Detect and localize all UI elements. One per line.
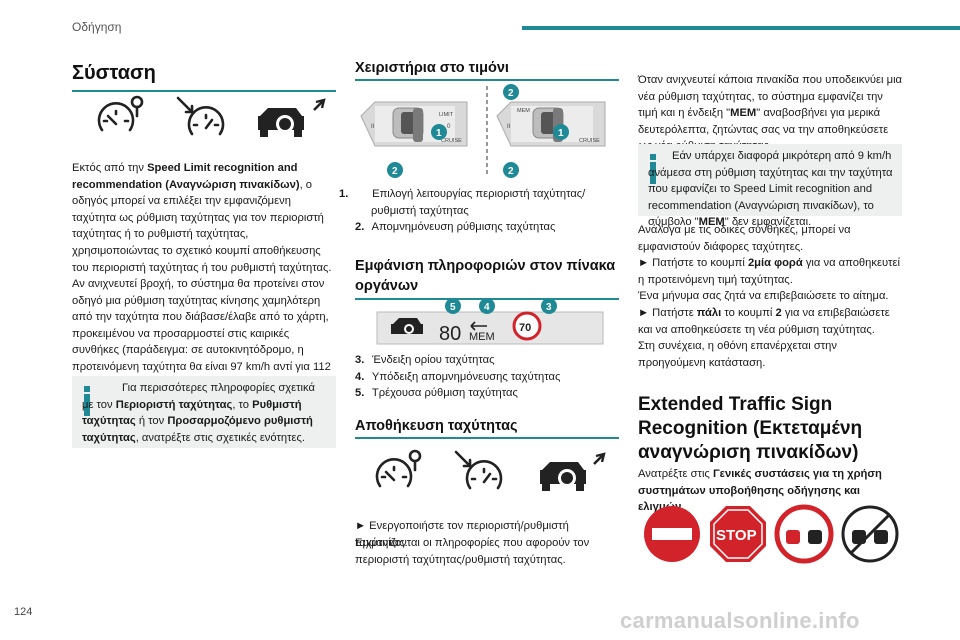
stalk-label-limit: LIMIT [439,112,454,118]
car-speedometer-icon [540,452,606,491]
callout-5-text: 5 [450,302,456,313]
road-conditions-paragraph: Ανάλογα με τις οδικές συνθήκες, μπορεί ν… [638,224,900,369]
cluster-mem-label: MEM [469,331,495,343]
callout-1-left-text: 1 [436,128,442,139]
speed-limit-sign-icon [512,311,542,341]
speed-icons-row-2 [375,449,606,491]
stalk-label-cruise-right: CRUISE [579,138,600,144]
info-icon [84,386,90,416]
cluster-sign-value: 70 [519,322,531,334]
info-icon [650,154,656,184]
car-speedometer-icon [258,98,326,137]
end-no-overtaking-sign-icon [841,505,899,563]
stalk-label-mem: MEM [517,108,530,114]
info-note-col3: Εάν υπάρχει διαφορά μικρότερη από 9 km/h… [638,144,902,228]
mem-paragraph: Όταν ανιχνευτεί κάποια πινακίδα που υποδ… [638,74,903,152]
speedometer-arrow-icon [454,450,503,490]
speed-icons-row [97,95,326,137]
cluster-speed-value: 80 [439,323,461,345]
callout-1-left [431,124,447,140]
header-accent-bar [522,26,960,30]
rain-paragraph: Αν ανιχνευτεί βροχή, το σύστημα θα προτε… [72,278,331,390]
stalk-label-ii-right: II [507,124,511,130]
info-note-col1: Για περισσότερες πληροφορίες σχετικά με … [72,376,336,448]
controls-list: 1. Επιλογή λειτουργίας περιοριστή ταχύτη… [339,186,621,236]
callout-1-right-text: 1 [558,128,564,139]
page-number: 124 [14,606,33,618]
list-item: 3. Ένδειξη ορίου ταχύτητας [355,354,495,366]
speedometer-pin-icon [97,95,144,132]
heading-display-info: Εμφάνιση πληροφοριών στον πίνακα οργάνων [355,258,616,294]
recommendation-paragraph: Εκτός από την Speed Limit recognition an… [72,162,332,274]
callout-2-top-text: 2 [508,88,514,99]
no-overtaking-sign-icon [774,504,834,564]
heading-underline [355,79,619,81]
list-item: 1. Επιλογή λειτουργίας περιοριστή ταχύτη… [339,188,586,217]
list-item: 4. Υπόδειξη απομνημόνευσης ταχύτητας [355,370,561,383]
car-speedometer-icon [391,318,423,334]
heading-underline [355,437,619,439]
traffic-signs-row: STOP [644,504,899,564]
list-item: 5. Τρέχουσα ρύθμιση ταχύτητας [355,387,518,400]
stop-sign-icon: STOP [710,506,766,562]
extended-reference: Ανατρέξτε στις Γενικές συστάσεις για τη … [638,468,882,514]
stalk-illustrations: II LIMIT CRUISE 0 1 2 II MEM CRUISE 1 2 … [360,84,606,178]
callout-5 [445,298,461,314]
heading-store-speed: Αποθήκευση ταχύτητας [355,418,518,434]
callout-2-left-text: 2 [392,166,398,177]
callout-3 [541,298,557,314]
callout-2-right-text: 2 [508,166,514,177]
arrow-left-icon [470,321,487,331]
store-info: Εμφανίζονται οι πληροφορίες που αφορούν … [355,537,590,566]
callout-3-text: 3 [546,302,552,313]
heading-steering-controls: Χειριστήρια στο τιμόνι [355,60,509,76]
title-underline [72,90,336,92]
extended-recognition-title: Extended Traffic Sign Recognition (Εκτετ… [638,394,863,463]
section-title: Σύσταση [72,62,156,84]
watermark: carmanualsonline.info [620,608,860,633]
speed-stalk-left: II LIMIT CRUISE 0 1 2 [360,101,468,178]
list-item: 2. Απομνημόνευση ρύθμισης ταχύτητας [355,221,556,234]
callout-2-left [387,162,403,178]
speedometer-arrow-icon [176,96,225,136]
display-list: 3. Ένδειξη ορίου ταχύτητας 4. Υπόδειξη α… [355,352,621,402]
stalk-label-ii: II [371,124,375,130]
speedometer-pin-icon [375,449,422,488]
store-instruction: ► Ενεργοποιήστε τον περιοριστή/ρυθμιστή … [355,520,569,549]
callout-2-right [503,162,519,178]
callout-2-top [503,84,519,100]
cluster-display-illustration: 80 MEM 70 5 4 3 [376,298,604,345]
no-entry-sign-icon [644,506,700,562]
stalk-label-cruise: CRUISE [441,138,462,144]
callout-1-right [553,124,569,140]
stalk-label-zero: 0 [447,124,451,130]
speed-stalk-right: II MEM CRUISE 1 2 2 [496,84,606,178]
stop-sign-text: STOP [716,527,757,544]
callout-4-text: 4 [484,302,490,313]
callout-4 [479,298,495,314]
section-label: Οδήγηση [72,20,122,34]
